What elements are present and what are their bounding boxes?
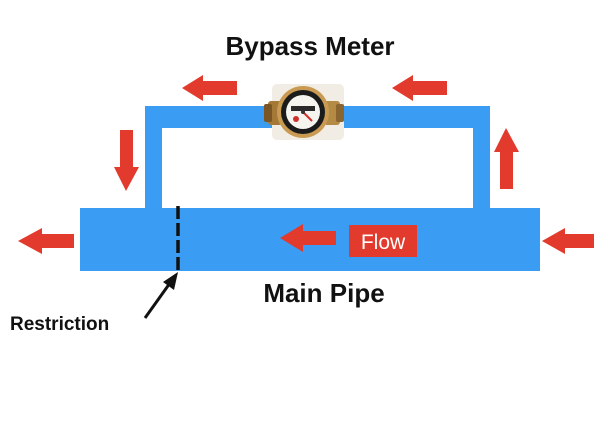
arrow-left-icon [280,224,336,252]
bypass-meter-title: Bypass Meter [225,31,394,61]
arrow-left-icon [182,75,237,101]
arrow-left-icon [542,228,594,254]
flow-badge: Flow [349,225,417,257]
arrow-left-icon [18,228,74,254]
bypass-pipe-left [145,106,162,210]
flow-badge-bg [349,225,417,257]
restriction-pointer [143,272,178,319]
bypass-pipe-right [473,106,490,210]
arrow-up-icon [494,128,519,189]
flow-label: Flow [361,231,406,254]
water-meter-icon [264,84,344,140]
restriction-label: Restriction [10,314,109,335]
arrow-left-icon [392,75,447,101]
arrow-down-icon [114,130,139,191]
main-pipe-label: Main Pipe [263,278,384,308]
